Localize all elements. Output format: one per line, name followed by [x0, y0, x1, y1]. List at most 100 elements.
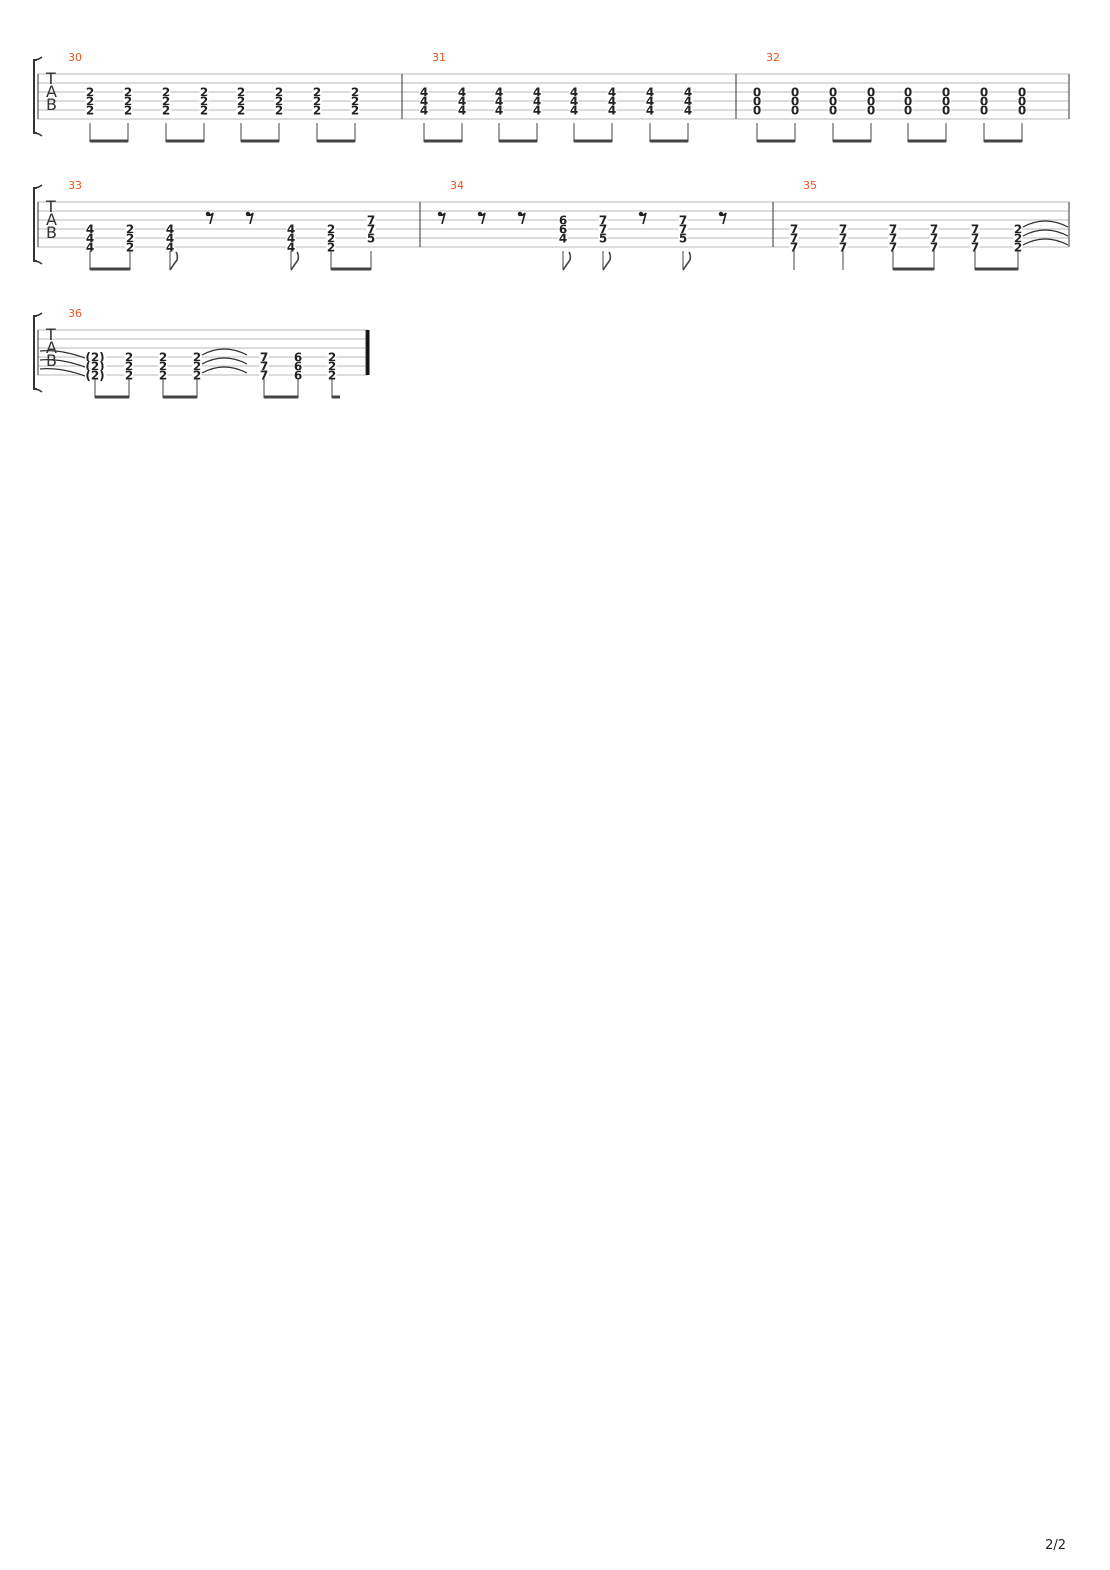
fret-bg — [312, 96, 322, 106]
fret-bg — [274, 105, 284, 115]
fret-bg — [236, 96, 246, 106]
fret-bg — [124, 370, 134, 380]
rest-stroke — [518, 212, 526, 225]
fret-bg — [888, 242, 898, 252]
fret-number: 4 — [166, 223, 174, 237]
fret-number: 0 — [904, 104, 912, 118]
fret-bg — [979, 96, 989, 106]
fret-number: 2 — [1014, 223, 1022, 237]
fret-bg — [293, 352, 303, 362]
fret-number: 0 — [980, 95, 988, 109]
system-bracket — [33, 315, 37, 390]
fret-bg — [678, 215, 688, 225]
tie-arc — [1022, 229, 1069, 237]
fret-bg — [598, 215, 608, 225]
fret-number: 0 — [867, 104, 875, 118]
fret-number: 7 — [260, 360, 268, 374]
fret-bg — [752, 96, 762, 106]
rest-stroke — [246, 212, 254, 225]
fret-bg — [789, 233, 799, 243]
tie-arc — [1022, 238, 1069, 246]
fret-bg — [259, 370, 269, 380]
fret-number: 0 — [867, 86, 875, 100]
fret-number: 2 — [193, 369, 201, 383]
fret-bg — [866, 96, 876, 106]
fret-number: 2 — [237, 104, 245, 118]
fret-bg — [1017, 96, 1027, 106]
fret-number: 4 — [287, 241, 295, 255]
fret-bg — [192, 352, 202, 362]
fret-bg — [1013, 242, 1023, 252]
fret-bg — [125, 224, 135, 234]
fret-number: 2 — [275, 104, 283, 118]
fret-bg — [838, 233, 848, 243]
fret-bg — [327, 361, 337, 371]
fret-bg — [903, 105, 913, 115]
fret-number: 2 — [200, 86, 208, 100]
fret-number: 0 — [867, 95, 875, 109]
fret-bg — [85, 224, 95, 234]
fret-bg — [327, 370, 337, 380]
fret-number: 2 — [86, 95, 94, 109]
fret-number: 4 — [608, 95, 616, 109]
fret-bg — [752, 105, 762, 115]
fret-number: 7 — [790, 223, 798, 237]
fret-bg — [828, 105, 838, 115]
note-flag — [169, 251, 179, 271]
measure-number: 32 — [766, 51, 780, 64]
fret-bg — [326, 224, 336, 234]
tab-clef-letter: B — [46, 351, 57, 370]
fret-bg — [312, 87, 322, 97]
fret-bg — [165, 242, 175, 252]
fret-number: 7 — [599, 214, 607, 228]
fret-number: 2 — [86, 104, 94, 118]
fret-bg — [457, 105, 467, 115]
fret-bg — [161, 87, 171, 97]
fret-number: 2 — [275, 95, 283, 109]
fret-bg — [979, 105, 989, 115]
fret-bg — [85, 242, 95, 252]
fret-number: 7 — [679, 214, 687, 228]
rest-stroke — [478, 212, 486, 225]
measure-number: 31 — [432, 51, 446, 64]
note-flag — [562, 251, 572, 271]
fret-number: 4 — [495, 86, 503, 100]
fret-number: 2 — [162, 86, 170, 100]
tab-clef-letter: T — [45, 69, 56, 88]
system-bracket-hook — [33, 56, 43, 137]
fret-number: 7 — [971, 223, 979, 237]
fret-number: 2 — [162, 104, 170, 118]
fret-bg — [1013, 224, 1023, 234]
fret-bg — [85, 87, 95, 97]
fret-number: 7 — [260, 351, 268, 365]
fret-bg — [366, 215, 376, 225]
fret-bg — [607, 105, 617, 115]
note-flag — [290, 251, 300, 271]
fret-bg — [1017, 105, 1027, 115]
fret-bg — [85, 105, 95, 115]
fret-number: 0 — [753, 95, 761, 109]
fret-number: 2 — [193, 360, 201, 374]
fret-bg — [419, 105, 429, 115]
fret-bg — [903, 96, 913, 106]
fret-bg — [941, 96, 951, 106]
fret-number: 5 — [599, 232, 607, 246]
system-bracket — [33, 187, 37, 262]
fret-bg — [607, 96, 617, 106]
fret-bg — [350, 96, 360, 106]
fret-bg — [970, 224, 980, 234]
measure-number: 33 — [68, 179, 82, 192]
fret-number: 0 — [791, 104, 799, 118]
eighth-rest — [718, 211, 727, 225]
fret-number: 7 — [790, 241, 798, 255]
fret-number: 4 — [166, 232, 174, 246]
fret-bg — [123, 96, 133, 106]
fret-number: 7 — [889, 232, 897, 246]
fret-bg — [286, 224, 296, 234]
fret-bg — [929, 224, 939, 234]
page-number: 2/2 — [1045, 1538, 1066, 1553]
tie-arc — [201, 357, 248, 365]
fret-number: 2 — [313, 95, 321, 109]
eighth-rest — [245, 211, 254, 225]
tie-arc — [201, 348, 248, 356]
